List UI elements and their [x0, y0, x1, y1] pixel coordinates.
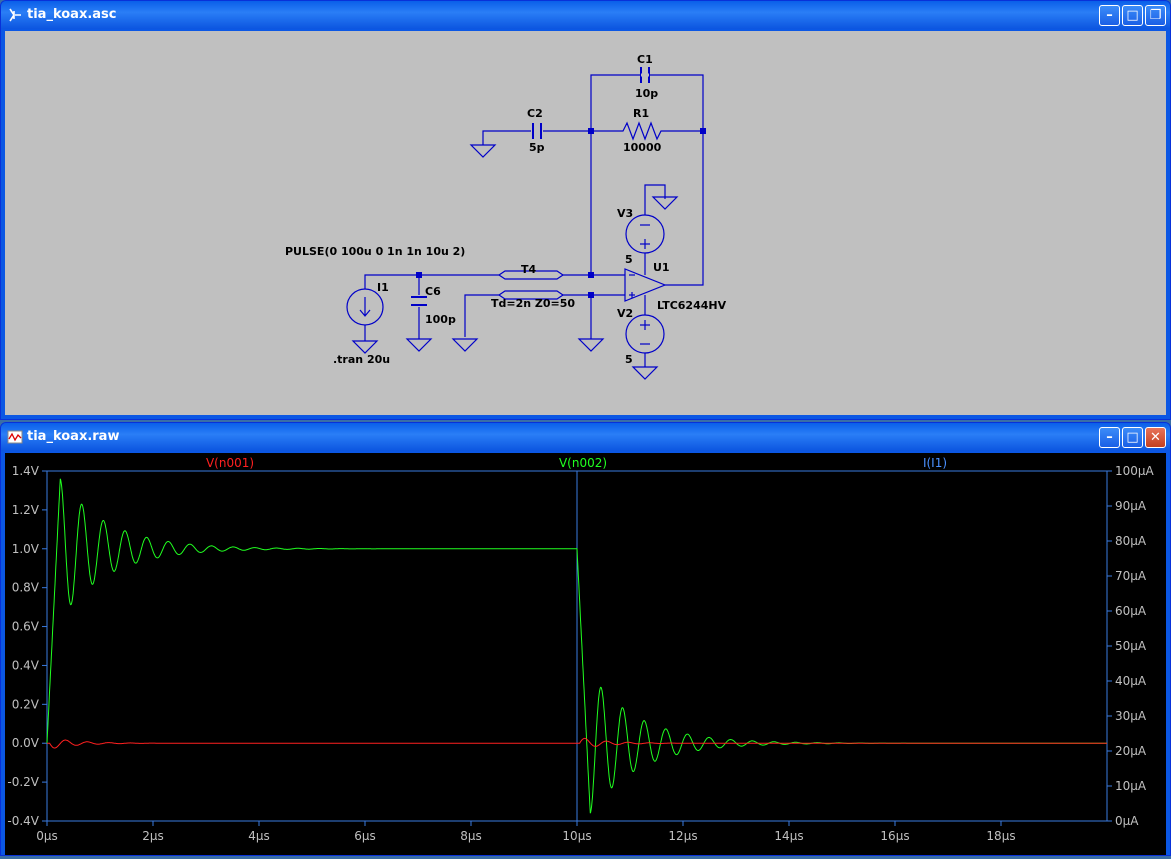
- legend-i-i1-[interactable]: I(I1): [923, 456, 947, 470]
- t4-label: T4: [521, 263, 537, 276]
- y-left-tick-label: 0.6V: [12, 620, 40, 634]
- y-right-tick-label: 70µA: [1115, 569, 1147, 583]
- trace-v-n001: [47, 737, 1107, 749]
- y-left-tick-label: 1.4V: [12, 464, 40, 478]
- u1-opamp[interactable]: [624, 268, 667, 302]
- y-right-tick-label: 0µA: [1115, 814, 1139, 828]
- y-left-tick-label: 0.4V: [12, 658, 40, 672]
- waveform-plot[interactable]: 1.4V 1.2V 1.0V 0.8V 0.6V 0.4V 0.2V 0.0V -0.2V -0.…: [5, 453, 1166, 855]
- schematic-window-title: tia_koax.asc: [27, 7, 117, 22]
- maximize-button[interactable]: □: [1122, 5, 1143, 26]
- v3-label: V3: [617, 207, 633, 220]
- feedback-wires: [590, 74, 704, 132]
- c2-wires: [482, 130, 591, 145]
- y-right-tick-label: 90µA: [1115, 499, 1147, 513]
- y-left-tick-label: 0.0V: [12, 736, 40, 750]
- legend-v-n001-[interactable]: V(n001): [206, 456, 254, 470]
- x-tick-label: 6µs: [354, 829, 376, 843]
- tran-directive[interactable]: .tran 20u: [333, 353, 390, 366]
- c2-label: C2: [527, 107, 543, 120]
- x-tick-label: 12µs: [668, 829, 697, 843]
- t4-value: Td=2n Z0=50: [491, 297, 575, 310]
- r1-label: R1: [633, 107, 649, 120]
- y-left-tick-label: 1.0V: [12, 542, 40, 556]
- plot-pane[interactable]: 1.4V 1.2V 1.0V 0.8V 0.6V 0.4V 0.2V 0.0V -0.2V -0.…: [5, 453, 1166, 855]
- v2-source[interactable]: [625, 314, 665, 354]
- close-button[interactable]: ✕: [1145, 427, 1166, 448]
- minimize-button[interactable]: –: [1099, 427, 1120, 448]
- plot-window: tia_koax.raw – □ ✕ 1.4V 1.2V 1.0V 0.8V 0.6V 0…: [0, 422, 1171, 856]
- plot-window-title: tia_koax.raw: [27, 429, 120, 444]
- y-left-tick-label: -0.4V: [7, 814, 39, 828]
- c1-label: C1: [637, 53, 653, 66]
- c6-label: C6: [425, 285, 441, 298]
- y-right-tick-label: 10µA: [1115, 779, 1147, 793]
- x-tick-label: 18µs: [986, 829, 1015, 843]
- v2-value: 5: [625, 353, 633, 366]
- y-right-tick-label: 50µA: [1115, 639, 1147, 653]
- c6-value: 100p: [425, 313, 456, 326]
- y-right-tick-label: 60µA: [1115, 604, 1147, 618]
- y-right-tick-label: 80µA: [1115, 534, 1147, 548]
- u1-value: LTC6244HV: [657, 299, 727, 312]
- y-left-tick-label: -0.2V: [7, 775, 39, 789]
- y-left-tick-label: 1.2V: [12, 503, 40, 517]
- v3-source[interactable]: [625, 214, 665, 254]
- i1-label: I1: [377, 281, 389, 294]
- schematic-drawing[interactable]: C1 10p C2 5p R1 10000 V3 5 U1 LTC6244HV …: [5, 31, 1166, 415]
- restore-button[interactable]: ❐: [1145, 5, 1166, 26]
- y-left-tick-label: 0.2V: [12, 697, 40, 711]
- x-tick-label: 16µs: [880, 829, 909, 843]
- x-tick-label: 8µs: [460, 829, 482, 843]
- ground-symbol: [469, 144, 497, 158]
- r1-value: 10000: [623, 141, 662, 154]
- i1-pulse-value: PULSE(0 100u 0 1n 1n 10u 2): [285, 245, 465, 258]
- y-right-tick-label: 100µA: [1115, 464, 1155, 478]
- u1-label: U1: [653, 261, 670, 274]
- minimize-button[interactable]: –: [1099, 5, 1120, 26]
- y-left-tick-label: 0.8V: [12, 581, 40, 595]
- schematic-canvas[interactable]: C1 10p C2 5p R1 10000 V3 5 U1 LTC6244HV …: [5, 31, 1166, 415]
- legend-v-n002-[interactable]: V(n002): [559, 456, 607, 470]
- c2-value: 5p: [529, 141, 545, 154]
- schematic-window: tia_koax.asc – □ ❐: [0, 0, 1171, 420]
- y-right-tick-label: 30µA: [1115, 709, 1147, 723]
- waveform-app-icon: [7, 430, 23, 444]
- schematic-app-icon: [9, 8, 21, 22]
- r1-resistor[interactable]: [611, 121, 681, 141]
- v2-label: V2: [617, 307, 633, 320]
- y-right-tick-label: 40µA: [1115, 674, 1147, 688]
- maximize-button[interactable]: □: [1122, 427, 1143, 448]
- x-tick-label: 4µs: [248, 829, 270, 843]
- schematic-titlebar[interactable]: tia_koax.asc – □ ❐: [1, 1, 1170, 29]
- v3-value: 5: [625, 253, 633, 266]
- plot-titlebar[interactable]: tia_koax.raw – □ ✕: [1, 423, 1170, 451]
- c1-value: 10p: [635, 87, 658, 100]
- x-tick-label: 2µs: [142, 829, 164, 843]
- t4-line-top[interactable]: [497, 270, 565, 280]
- y-right-tick-label: 20µA: [1115, 744, 1147, 758]
- x-tick-label: 0µs: [36, 829, 58, 843]
- x-tick-label: 10µs: [562, 829, 591, 843]
- x-tick-label: 14µs: [774, 829, 803, 843]
